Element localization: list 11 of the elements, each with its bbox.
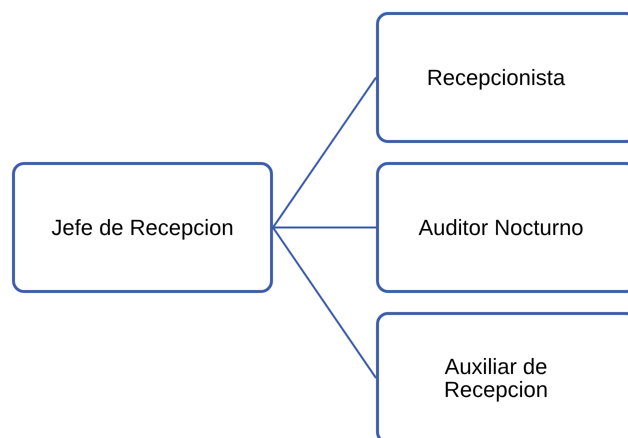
role-label: Recepcionista — [426, 66, 566, 90]
role-label: Jefe de Recepcion — [51, 216, 234, 240]
role-label: Auxiliar de Recepcion — [443, 354, 549, 402]
role-box — [12, 162, 273, 293]
role-box — [376, 162, 628, 293]
connector-line — [273, 226, 376, 228]
connector-line — [272, 226, 377, 379]
connector-line — [272, 76, 377, 228]
role-box — [376, 12, 628, 143]
role-box — [376, 312, 628, 438]
role-label: Auditor Nocturno — [418, 216, 584, 240]
